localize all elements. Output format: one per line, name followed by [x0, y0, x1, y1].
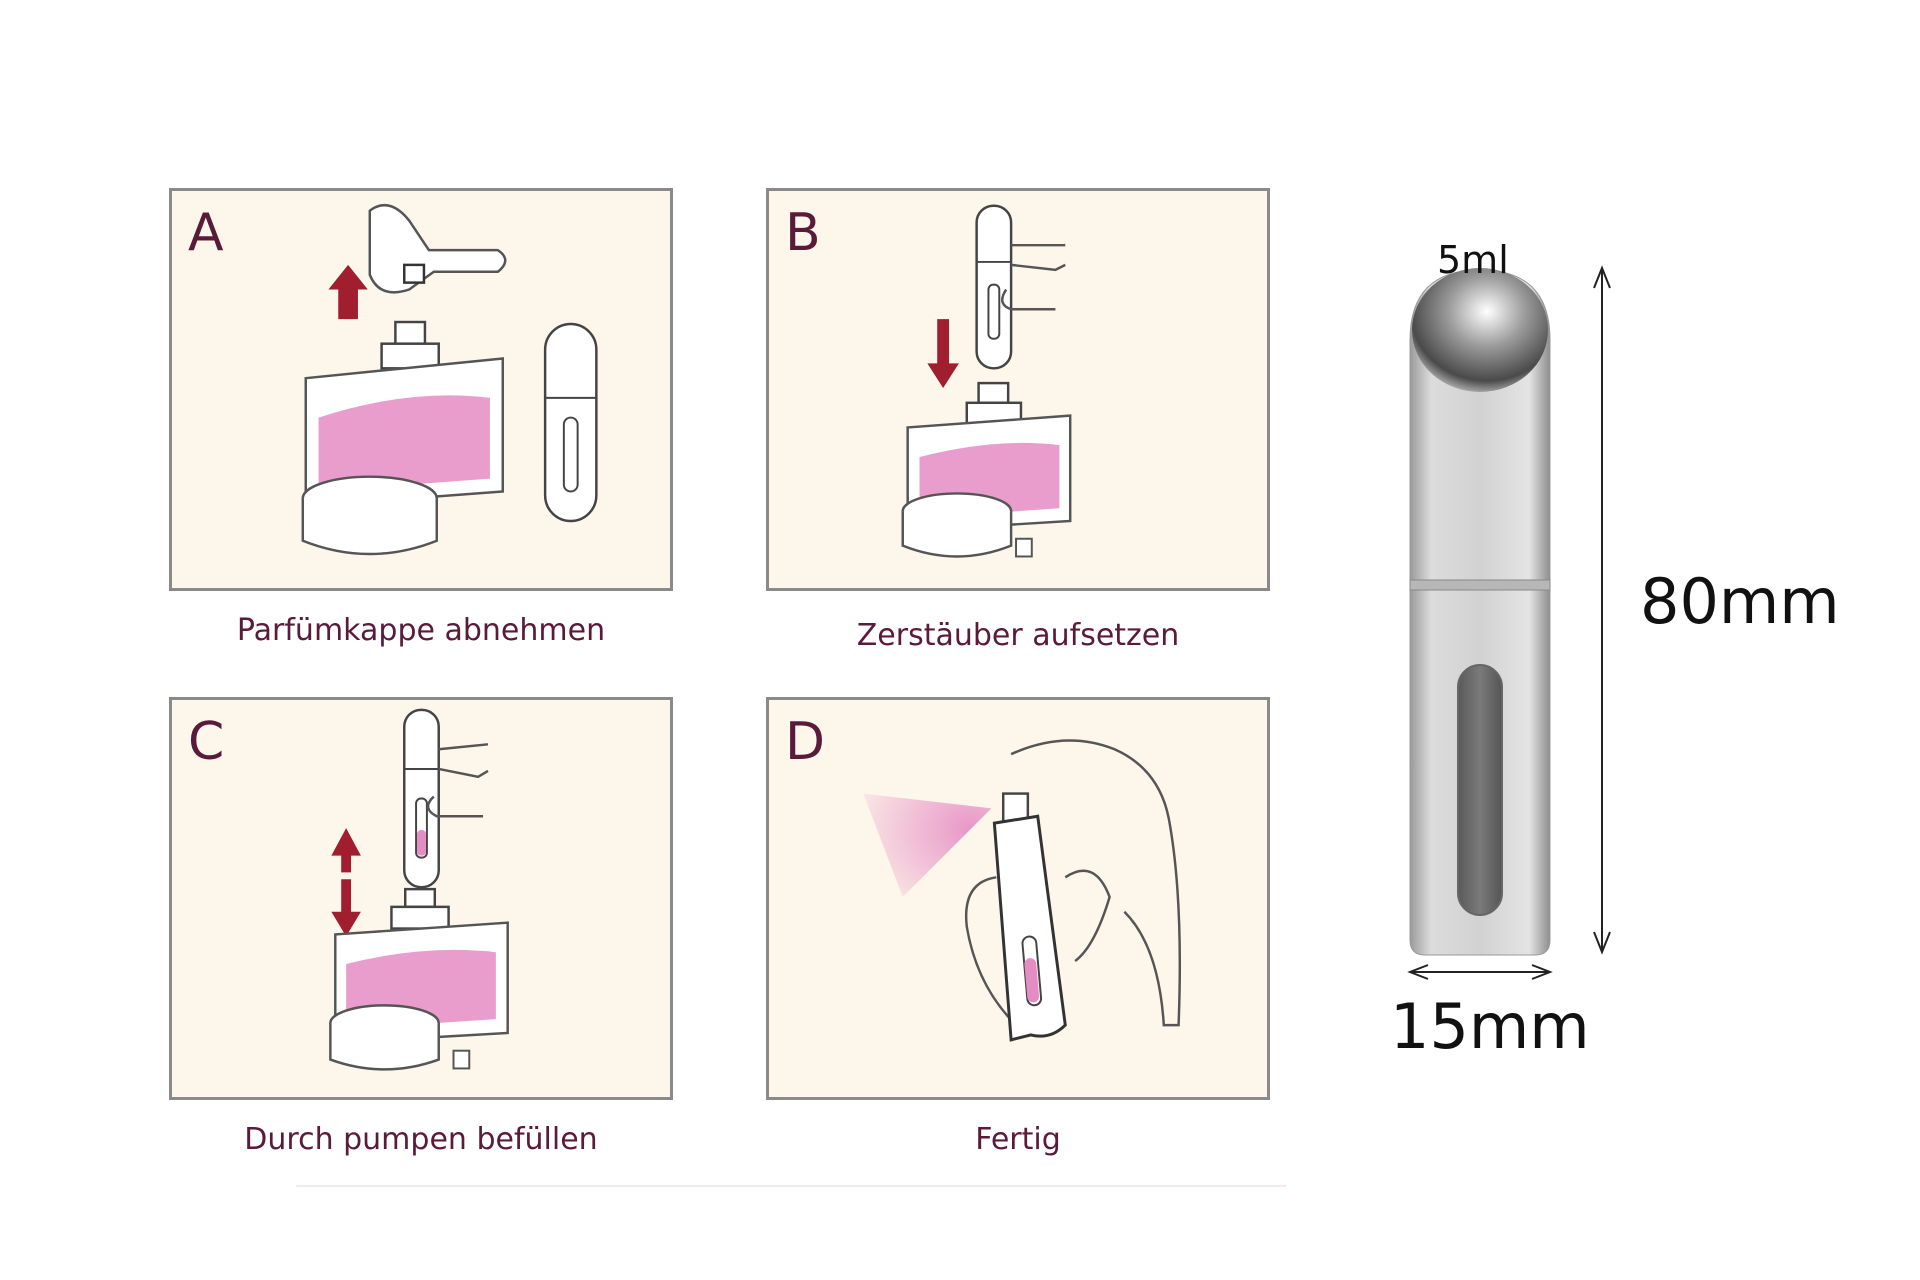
capacity-label: 5ml [1437, 238, 1509, 282]
arrow-up-icon [331, 828, 361, 873]
step-c-panel: C [169, 697, 673, 1100]
step-letter: A [188, 203, 224, 263]
hand-icon [1010, 739, 1182, 1027]
bottle-cap-icon [452, 1049, 471, 1070]
hand-icon [368, 203, 507, 294]
length-label: 80mm [1640, 565, 1840, 638]
product-atomizer-image [1407, 265, 1611, 980]
step-caption: Fertig [975, 1122, 1061, 1157]
step-b-illustration [901, 204, 1072, 558]
atomizer-seam [1409, 579, 1551, 591]
step-caption: Parfümkappe abnehmen [236, 613, 606, 648]
step-letter: C [188, 712, 225, 772]
hand-icon [1001, 243, 1066, 311]
divider [296, 1185, 1286, 1187]
bottle-cap-icon [403, 263, 426, 284]
step-c-illustration [329, 708, 509, 1071]
width-label: 15mm [1390, 990, 1590, 1063]
bottle-cap-icon [1015, 537, 1033, 558]
arrow-down-icon [331, 879, 361, 937]
atomizer-body [1409, 269, 1551, 956]
hand-icon [426, 743, 489, 818]
atomizer-icon [992, 814, 1067, 1042]
step-d-panel: D [766, 697, 1270, 1100]
atomizer-window [1457, 664, 1503, 916]
step-a-panel: A [169, 188, 673, 591]
step-d-illustration [863, 739, 1182, 1042]
step-letter: D [785, 712, 826, 772]
arrow-up-icon [328, 264, 368, 320]
step-letter: B [785, 203, 821, 263]
atomizer-dome [1412, 268, 1548, 392]
arrow-down-icon [927, 319, 959, 389]
perfume-liquid [318, 395, 490, 492]
step-caption: Durch pumpen befüllen [244, 1122, 598, 1157]
spray-mist-icon [863, 793, 992, 898]
step-b-panel: B [766, 188, 1270, 591]
step-a-illustration [301, 203, 598, 556]
round-cap-icon [329, 1023, 440, 1071]
round-cap-icon [901, 511, 1013, 558]
round-cap-icon [301, 498, 438, 556]
step-caption: Zerstäuber aufsetzen [856, 618, 1180, 653]
